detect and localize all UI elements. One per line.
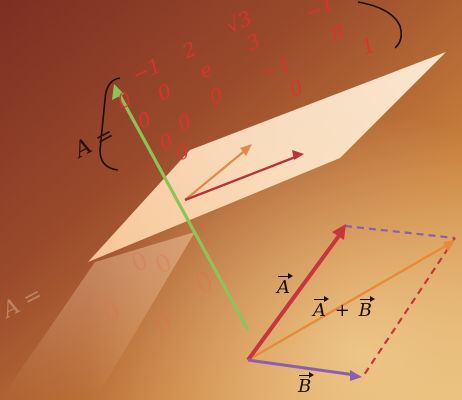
matrix-left-bracket xyxy=(99,77,121,171)
vector-sum-arrowhead xyxy=(443,240,455,252)
dashed-b-copy xyxy=(344,224,456,240)
plane-vector-red xyxy=(184,154,299,202)
vector-a-line xyxy=(246,231,343,362)
plane-reflection xyxy=(0,232,195,400)
vector-b-label: B xyxy=(298,372,315,397)
vector-b-arrowhead xyxy=(350,370,362,381)
vector-sum-plus: + xyxy=(334,300,350,321)
vector-sum-right-symbol: B xyxy=(358,296,376,321)
translucent-plane xyxy=(88,52,446,262)
dashed-a-copy xyxy=(361,237,456,379)
vector-sum-left-symbol: A xyxy=(313,296,329,321)
vector-a-label: A xyxy=(277,273,293,298)
vector-sum-label: A + B xyxy=(313,296,376,321)
green-axis-arrowhead xyxy=(112,84,124,100)
plane-vector-orange-head xyxy=(240,144,252,156)
vector-b-line xyxy=(247,358,356,377)
plane-vector-red-head xyxy=(292,150,304,160)
vector-a-symbol: A xyxy=(277,273,293,298)
vector-sum-line xyxy=(247,242,450,362)
green-axis-line xyxy=(116,91,250,331)
vector-b-symbol: B xyxy=(298,372,315,397)
plane-vector-orange xyxy=(184,147,249,201)
vector-a-arrowhead xyxy=(332,224,346,240)
matrix-right-bracket xyxy=(357,1,402,49)
